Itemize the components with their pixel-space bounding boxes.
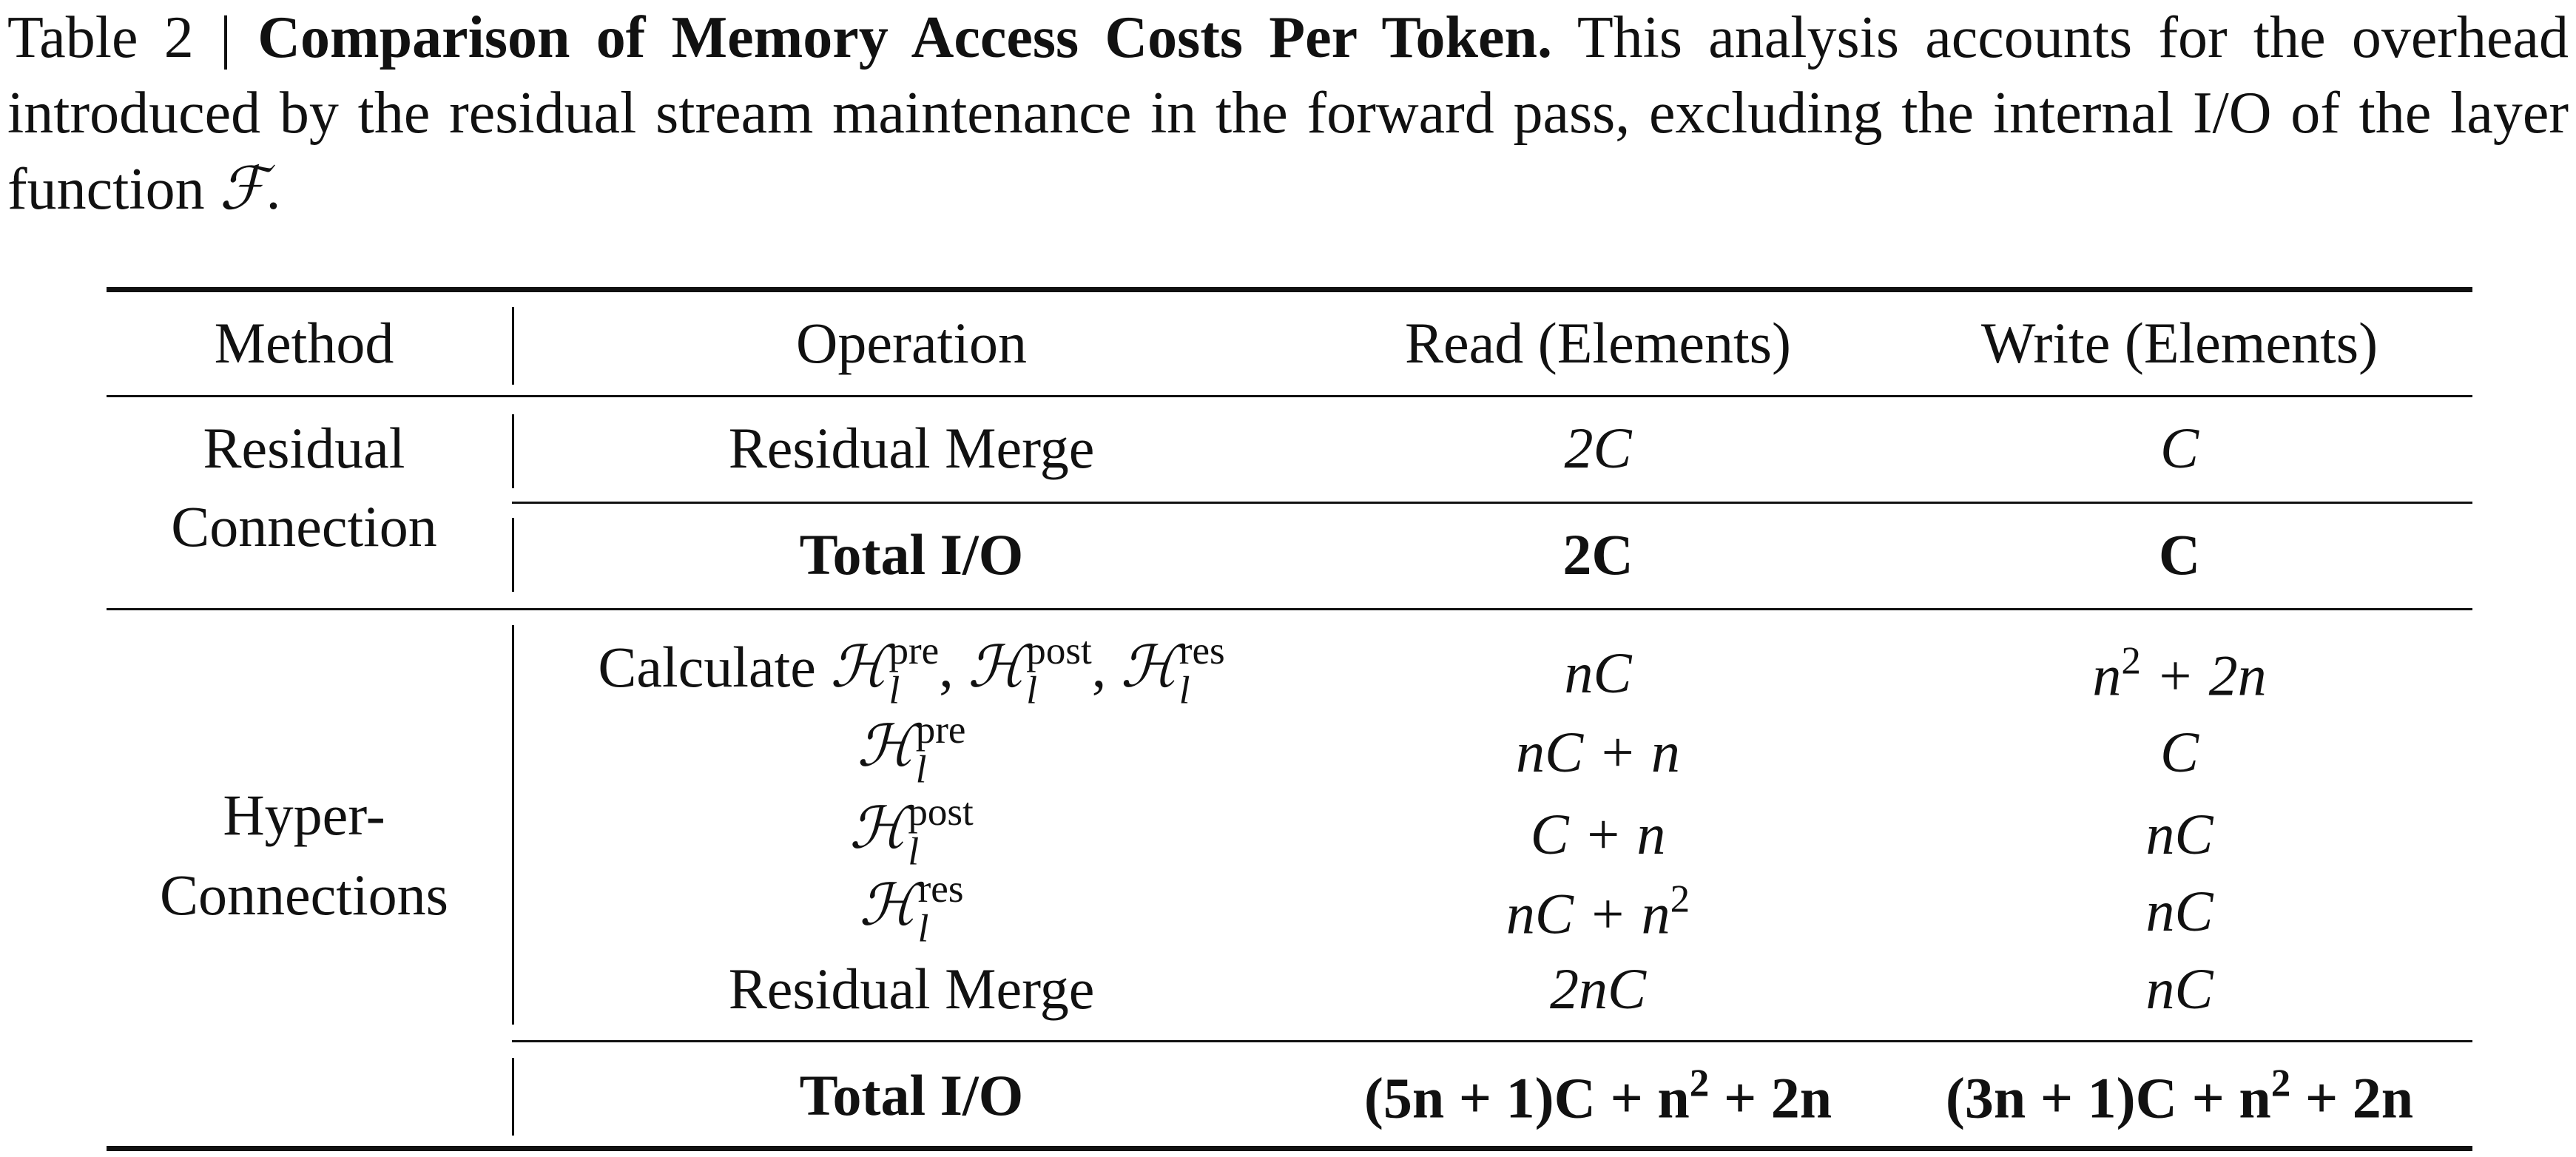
- header-divider: [512, 307, 514, 385]
- matrix-symbol: ℋ: [1120, 633, 1178, 701]
- superscript: 2: [1670, 877, 1690, 921]
- caption-text: This analysis accounts for the overhead …: [7, 5, 2569, 222]
- matrix-superscript: post: [908, 790, 974, 834]
- write-cell: nC: [2145, 879, 2213, 943]
- matrix-symbol: ℋ: [849, 795, 907, 862]
- read-cell: (5n + 1)C + n2 + 2n: [1363, 1062, 1832, 1130]
- operation-label: Total I/O: [799, 1063, 1024, 1127]
- superscript: 2: [2270, 1062, 2291, 1105]
- write-cell: C: [2158, 522, 2201, 587]
- column-divider: [512, 1058, 514, 1136]
- bottom-rule: [107, 1146, 2472, 1151]
- operation-cell: Total I/O: [800, 526, 1024, 584]
- matrix-superscript: pre: [915, 708, 966, 752]
- write-cell: nC: [2145, 957, 2213, 1021]
- method-label: Residual: [203, 416, 405, 480]
- top-rule: [107, 287, 2472, 292]
- header-read: Read (Elements): [1405, 311, 1791, 375]
- matrix-symbol: ℋ: [830, 633, 888, 701]
- table-caption: Table 2 | Comparison of Memory Access Co…: [7, 0, 2569, 227]
- superscript: 2: [2121, 639, 2141, 683]
- method-label: Connection: [171, 494, 437, 559]
- matrix-symbol: ℋ: [859, 871, 917, 939]
- matrix-subscript: l: [1179, 669, 1190, 712]
- read-cell: 2C: [1564, 416, 1632, 480]
- matrix-superscript: post: [1026, 629, 1092, 672]
- layer-function-symbol: ℱ: [219, 154, 266, 223]
- write-cell: C: [2159, 720, 2199, 784]
- read-cell: nC: [1564, 641, 1632, 705]
- matrix-symbol: ℋ: [857, 712, 914, 780]
- caption-label: Table 2 |: [7, 5, 258, 70]
- matrix-superscript: res: [917, 867, 964, 911]
- matrix-subscript: l: [908, 830, 920, 873]
- method-label: Connections: [160, 863, 448, 927]
- write-cell: (3n + 1)C + n2 + 2n: [1945, 1062, 2414, 1130]
- read-cell: 2C: [1562, 522, 1633, 587]
- operation-cell: Residual Merge: [729, 960, 1095, 1018]
- write-cell: C: [2159, 416, 2199, 480]
- header-write: Write (Elements): [1980, 311, 2378, 375]
- caption-end: .: [266, 157, 281, 222]
- header-method: Method: [214, 311, 394, 375]
- superscript: 2: [1689, 1062, 1710, 1105]
- read-cell: 2nC: [1549, 957, 1647, 1021]
- matrix-subscript: l: [889, 669, 900, 712]
- operation-label: Residual Merge: [728, 957, 1095, 1021]
- operation-cell: Residual Merge: [729, 419, 1095, 477]
- matrix-superscript: res: [1179, 629, 1225, 672]
- header-operation: Operation: [796, 311, 1027, 375]
- column-divider: [512, 625, 514, 1025]
- group2-total-rule: [512, 1040, 2472, 1042]
- matrix-subscript: l: [915, 748, 927, 791]
- matrix-symbol: ℋ: [968, 633, 1025, 701]
- column-divider: [512, 414, 514, 488]
- read-cell: nC + n: [1516, 720, 1680, 784]
- write-cell: nC: [2145, 802, 2213, 866]
- group-separator-rule: [107, 608, 2472, 610]
- method-label: Hyper-: [223, 783, 385, 847]
- caption-title: Comparison of Memory Access Costs Per To…: [257, 5, 1553, 70]
- operation-label: Residual Merge: [728, 416, 1095, 480]
- group1-total-rule: [512, 502, 2472, 504]
- operation-label: Total I/O: [799, 522, 1024, 587]
- matrix-superscript: pre: [889, 629, 940, 672]
- write-cell: n2 + 2n: [2092, 639, 2267, 708]
- operation-cell: Total I/O: [800, 1067, 1024, 1124]
- operation-label: Calculate: [598, 634, 831, 699]
- matrix-subscript: l: [1026, 669, 1038, 712]
- header-rule: [107, 395, 2472, 397]
- column-divider: [512, 518, 514, 592]
- read-cell: C + n: [1530, 802, 1666, 866]
- matrix-subscript: l: [917, 907, 929, 950]
- read-cell: nC + n2: [1506, 877, 1690, 946]
